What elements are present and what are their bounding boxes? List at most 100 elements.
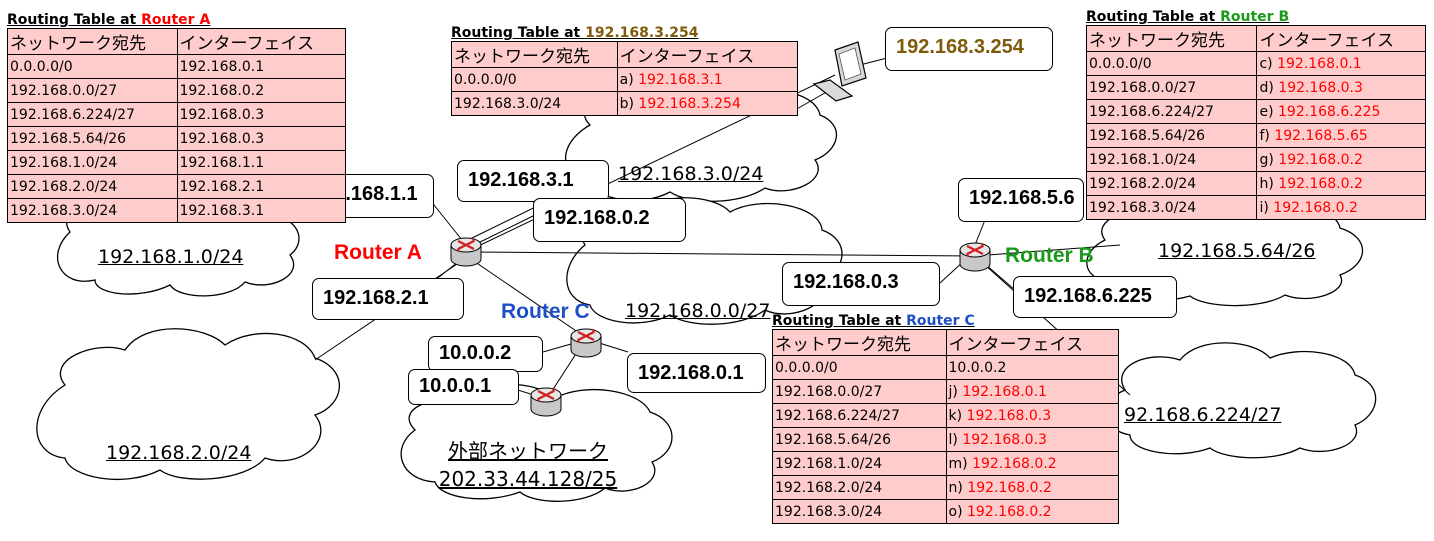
routing-table-router-a: Routing Table at Router A ネットワーク宛先 インターフ… bbox=[7, 12, 346, 223]
cell-destination: 192.168.2.0/24 bbox=[1085, 171, 1258, 196]
answer-letter: f) bbox=[1259, 127, 1275, 144]
network-label-192-168-6-224: 92.168.6.224/27 bbox=[1124, 404, 1282, 426]
callout-router-a-192-168-3-1: 192.168.3.1 bbox=[457, 160, 609, 202]
cell-destination: 192.168.3.0/24 bbox=[772, 499, 947, 524]
column-header-destination: ネットワーク宛先 bbox=[451, 41, 618, 68]
answer-letter: n) bbox=[948, 479, 968, 496]
cell-destination: 0.0.0.0/0 bbox=[7, 54, 178, 79]
callout-router-c-10-0-0-2: 10.0.0.2 bbox=[428, 336, 543, 372]
router-icon[interactable] bbox=[449, 233, 483, 269]
title-device: Router C bbox=[906, 313, 975, 329]
link-pc-cloud bbox=[794, 89, 831, 111]
network-label-192-168-2-0: 192.168.2.0/24 bbox=[106, 442, 252, 464]
router-b-label: Router B bbox=[1005, 244, 1094, 267]
external-network-name: 外部ネットワーク bbox=[448, 439, 608, 463]
tail-pc bbox=[859, 57, 888, 66]
routing-table-title: Routing Table at Router A bbox=[7, 12, 346, 28]
interface-address: 192.168.0.2 bbox=[967, 479, 1052, 496]
cell-destination: 192.168.6.224/27 bbox=[7, 102, 178, 127]
cell-destination: 192.168.0.0/27 bbox=[772, 379, 947, 404]
title-prefix: Routing Table at bbox=[772, 313, 907, 329]
cell-interface: g) 192.168.0.2 bbox=[1256, 147, 1426, 172]
interface-address: 192.168.3.1 bbox=[638, 71, 723, 88]
cell-interface: o) 192.168.0.2 bbox=[945, 499, 1119, 524]
cell-destination: 192.168.1.0/24 bbox=[7, 150, 178, 175]
cell-destination: 0.0.0.0/0 bbox=[451, 67, 618, 92]
network-label-192-168-3-0: 192.168.3.0/24 bbox=[618, 163, 764, 185]
callout-router-b-192-168-5-6: 192.168.5.6 bbox=[958, 178, 1084, 222]
title-device: Router A bbox=[141, 12, 211, 28]
routing-table-title: Routing Table at Router B bbox=[1086, 9, 1426, 25]
cell-destination: 192.168.0.0/27 bbox=[1085, 75, 1258, 100]
cell-interface: f) 192.168.5.65 bbox=[1256, 123, 1426, 148]
cloud-net-2 bbox=[36, 328, 340, 481]
router-icon[interactable] bbox=[569, 324, 603, 360]
cell-destination: 192.168.0.0/27 bbox=[7, 78, 178, 103]
cell-interface: 192.168.0.1 bbox=[176, 54, 346, 79]
title-prefix: Routing Table at bbox=[451, 25, 586, 41]
callout-router-a-192-168-0-2: 192.168.0.2 bbox=[533, 198, 686, 242]
cell-interface: m) 192.168.0.2 bbox=[945, 451, 1119, 476]
tail-b-6 bbox=[984, 263, 1016, 291]
cell-destination: 192.168.5.64/26 bbox=[1085, 123, 1258, 148]
interface-address: 192.168.0.2 bbox=[1273, 199, 1358, 216]
column-header-destination: ネットワーク宛先 bbox=[7, 28, 178, 55]
cell-destination: 192.168.5.64/26 bbox=[772, 427, 947, 452]
title-prefix: Routing Table at bbox=[1086, 9, 1221, 25]
cell-interface: c) 192.168.0.1 bbox=[1256, 51, 1426, 76]
answer-letter: l) bbox=[948, 431, 963, 448]
routing-table-router-b: Routing Table at Router B ネットワーク宛先 インターフ… bbox=[1085, 9, 1426, 220]
router-icon[interactable] bbox=[958, 238, 992, 274]
cell-interface: 192.168.0.2 bbox=[176, 78, 346, 103]
link-a-c bbox=[464, 254, 586, 338]
interface-address: 192.168.0.2 bbox=[1278, 151, 1363, 168]
interface-address: 192.168.0.1 bbox=[1277, 55, 1362, 72]
router-icon[interactable] bbox=[529, 383, 563, 419]
routing-table-pc: Routing Table at 192.168.3.254 ネットワーク宛先 … bbox=[451, 25, 799, 116]
routing-table-title: Routing Table at Router C bbox=[772, 313, 1119, 329]
interface-address: 192.168.0.2 bbox=[972, 455, 1057, 472]
external-network-label: 外部ネットワーク 202.33.44.128/25 bbox=[428, 437, 628, 493]
cell-destination: 192.168.5.64/26 bbox=[7, 126, 178, 151]
callout-router-b-192-168-0-3: 192.168.0.3 bbox=[782, 262, 940, 306]
answer-letter: c) bbox=[1259, 55, 1278, 72]
callout-router-a-192-168-2-1: 192.168.2.1 bbox=[312, 278, 464, 320]
cell-interface: 10.0.0.2 bbox=[945, 355, 1119, 380]
cell-interface: h) 192.168.0.2 bbox=[1256, 171, 1426, 196]
cloud-net-6 bbox=[1106, 342, 1377, 459]
answer-letter: k) bbox=[948, 407, 967, 424]
cell-interface: l) 192.168.0.3 bbox=[945, 427, 1119, 452]
cell-destination: 192.168.2.0/24 bbox=[7, 174, 178, 199]
interface-address: 192.168.0.3 bbox=[1278, 79, 1363, 96]
cell-destination: 192.168.2.0/24 bbox=[772, 475, 947, 500]
cell-interface: 192.168.3.1 bbox=[176, 198, 346, 223]
callout-pc-192-168-3-254: 192.168.3.254 bbox=[885, 27, 1053, 71]
column-header-interface: インターフェイス bbox=[616, 41, 799, 68]
answer-letter: d) bbox=[1259, 79, 1279, 96]
column-header-interface: インターフェイス bbox=[945, 329, 1119, 356]
desktop-computer-icon bbox=[812, 41, 867, 102]
interface-address: 192.168.0.1 bbox=[962, 383, 1047, 400]
interface-address: 192.168.0.2 bbox=[966, 503, 1052, 520]
